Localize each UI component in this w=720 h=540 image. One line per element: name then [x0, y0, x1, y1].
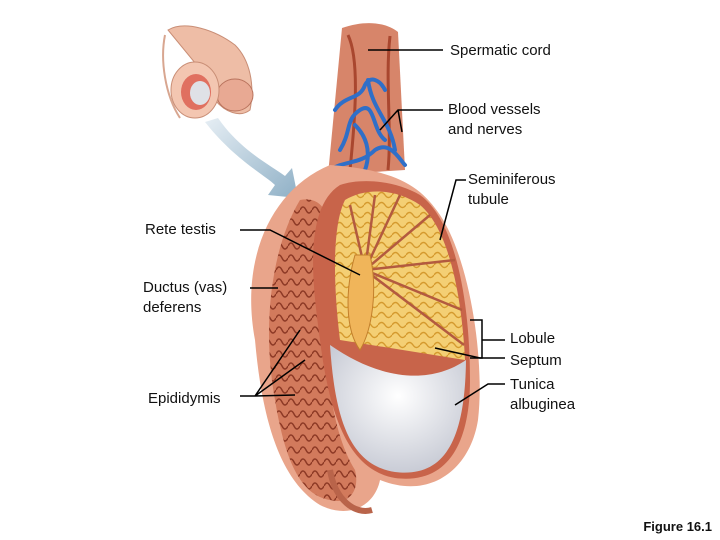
- blood-vessels-shape: [328, 77, 407, 172]
- leader-septum: [434, 347, 505, 359]
- label-lobule: Lobule: [510, 330, 556, 347]
- label-seminiferous-tubule: Seminiferous tubule: [468, 170, 556, 210]
- label-blood-vessels-line2: and nerves: [448, 121, 523, 138]
- testis-illustration: [251, 23, 480, 514]
- inset-figure: [162, 25, 254, 119]
- label-septum: Septum: [510, 352, 562, 369]
- label-tunica-line1: Tunica: [510, 376, 555, 393]
- label-tunica-albuginea: Tunica albuginea: [510, 375, 575, 415]
- leader-epididymis: [240, 329, 306, 397]
- leader-lobule-bracket: [470, 319, 483, 359]
- label-spermatic-cord: Spermatic cord: [450, 42, 551, 59]
- leader-lines: [240, 49, 505, 406]
- label-rete-testis: Rete testis: [145, 221, 216, 238]
- leader-blood-vessels: [379, 109, 443, 133]
- leader-seminiferous: [439, 179, 466, 241]
- label-ductus-line2: deferens: [143, 299, 202, 316]
- label-ductus-line1: Ductus (vas): [143, 279, 228, 296]
- label-blood-vessels: Blood vessels and nerves: [448, 100, 541, 140]
- label-tunica-line2: albuginea: [510, 396, 576, 413]
- figure-caption: Figure 16.1: [643, 519, 712, 534]
- label-blood-vessels-line1: Blood vessels: [448, 101, 541, 118]
- label-epididymis: Epididymis: [148, 390, 221, 407]
- leader-rete-testis: [240, 229, 361, 276]
- tunica-albuginea-shape: [330, 345, 466, 473]
- label-seminiferous-line1: Seminiferous: [468, 171, 556, 188]
- label-ductus-deferens: Ductus (vas) deferens: [143, 278, 227, 318]
- label-seminiferous-line2: tubule: [468, 191, 509, 208]
- leader-tunica: [454, 383, 505, 406]
- rete-testis-shape: [347, 254, 375, 351]
- epididymis-shape: [268, 199, 357, 501]
- direction-arrow: [205, 118, 298, 198]
